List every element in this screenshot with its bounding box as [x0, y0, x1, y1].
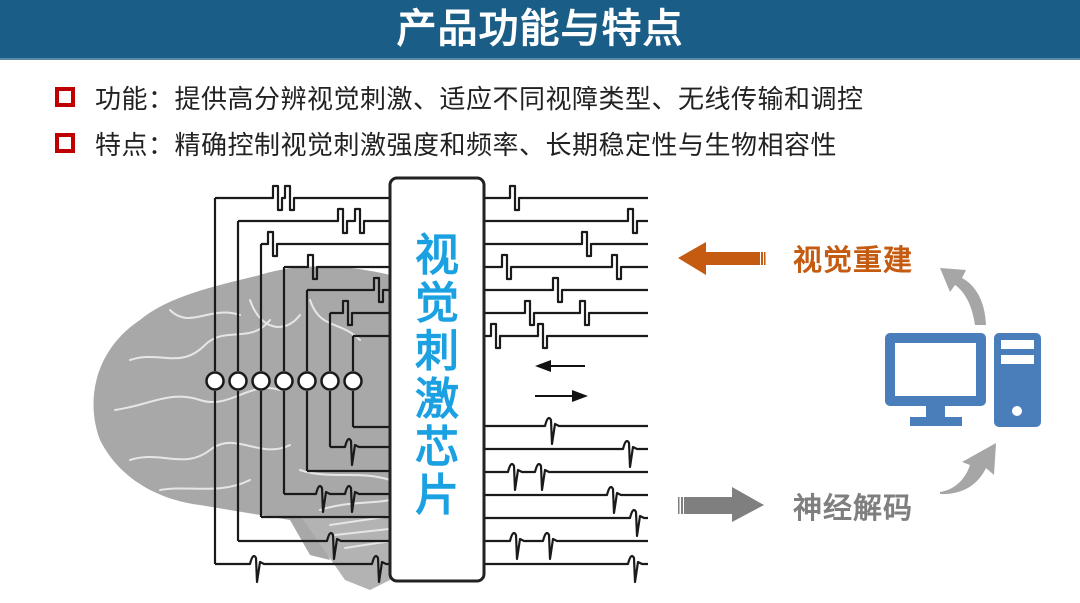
stimulation-chip — [388, 176, 486, 583]
chip-label: 视觉刺激芯片 — [410, 232, 464, 520]
header-bar: 产品功能与特点 — [0, 0, 1080, 60]
recording-wire — [284, 484, 390, 514]
electrode-icon — [205, 371, 225, 391]
output-stimulus-wire — [484, 230, 648, 258]
output-recording-wire — [484, 485, 648, 515]
electrode-icon — [228, 371, 248, 391]
chip-label-char: 觉 — [415, 278, 459, 329]
chip-label-char: 芯 — [415, 422, 459, 473]
bullet-text: 功能：提供高分辨视觉刺激、适应不同视障类型、无线传输和调控 — [95, 84, 864, 115]
output-recording-wire — [484, 439, 648, 469]
electrode-icon — [297, 371, 317, 391]
stimulus-wire — [215, 184, 390, 212]
left-wires — [213, 184, 390, 584]
output-stimulus-wire — [484, 253, 648, 281]
neural-interface-diagram — [93, 176, 1041, 590]
output-recording-wire — [484, 554, 648, 584]
chip-label-char: 片 — [415, 470, 459, 521]
output-recording-wire — [484, 462, 648, 492]
output-stimulus-wire — [484, 322, 648, 350]
electrode-array — [205, 371, 363, 391]
electrode-icon — [320, 371, 340, 391]
chip-label-char: 激 — [415, 374, 459, 425]
page-title: 产品功能与特点 — [396, 6, 684, 52]
output-recording-wire — [484, 416, 648, 446]
output-stimulus-wire — [484, 299, 648, 327]
neural-decoding-label: 神经解码 — [793, 491, 914, 525]
desktop-computer-icon — [885, 333, 1041, 427]
direction-arrow-left-icon — [535, 360, 585, 372]
chip-label-text: 视觉刺激芯片 — [410, 232, 464, 520]
reconstruction-arrow-icon — [678, 242, 766, 275]
electrode-icon — [251, 371, 271, 391]
stimulus-wire — [307, 276, 390, 304]
bullet-text: 特点：精确控制视觉刺激强度和频率、长期稳定性与生物相容性 — [95, 130, 838, 161]
bullet-features: 特点：精确控制视觉刺激强度和频率、长期稳定性与生物相容性 — [55, 126, 838, 161]
recording-wire — [215, 554, 390, 584]
chip-label-char: 刺 — [415, 326, 459, 377]
stimulus-wire — [284, 253, 390, 281]
recording-wire — [330, 437, 390, 467]
stimulus-wire — [330, 299, 390, 327]
stimulus-wire — [238, 207, 390, 235]
recording-wire — [238, 531, 390, 561]
visual-reconstruction-label: 视觉重建 — [793, 243, 914, 277]
stimulus-wire — [261, 230, 390, 258]
output-recording-wire — [484, 531, 648, 561]
curved-arrow-up-icon — [940, 268, 986, 325]
output-stimulus-wire — [484, 276, 648, 304]
electrode-icon — [343, 371, 363, 391]
square-bullet-icon — [55, 87, 75, 107]
bullet-function: 功能：提供高分辨视觉刺激、适应不同视障类型、无线传输和调控 — [55, 80, 864, 115]
decoding-arrow-icon — [678, 487, 764, 522]
output-stimulus-wire — [484, 184, 648, 212]
right-wires — [484, 184, 648, 584]
direction-arrow-right-icon — [535, 390, 588, 402]
output-stimulus-wire — [484, 207, 648, 235]
chip-label-char: 视 — [415, 230, 459, 281]
output-recording-wire — [484, 508, 648, 538]
electrode-icon — [274, 371, 294, 391]
curved-arrow-to-computer-icon — [940, 443, 996, 495]
square-bullet-icon — [55, 133, 75, 153]
